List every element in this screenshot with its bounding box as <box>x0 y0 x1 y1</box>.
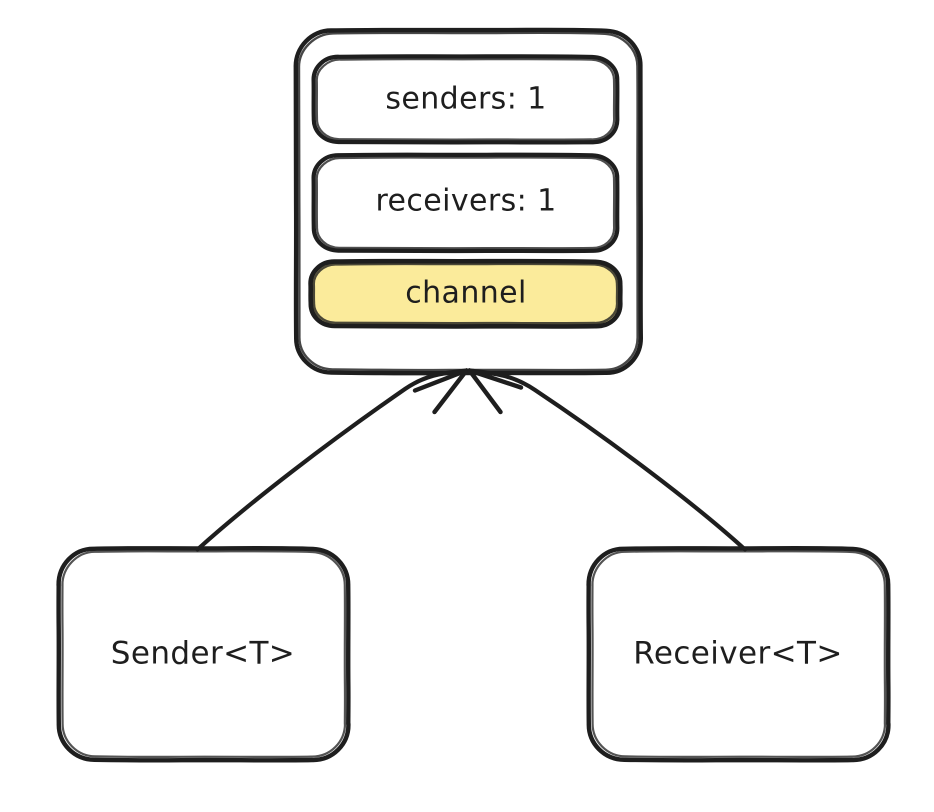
field-senders[interactable]: senders: 1 <box>311 54 620 145</box>
field-receivers-label: receivers: 1 <box>375 184 556 219</box>
node-receiver[interactable]: Receiver<T> <box>586 546 891 763</box>
field-channel[interactable]: channel <box>308 258 623 329</box>
node-receiver-label: Receiver<T> <box>633 636 842 672</box>
arrow-sender-to-channel[interactable] <box>195 368 469 552</box>
field-channel-label: channel <box>405 276 527 311</box>
field-senders-label: senders: 1 <box>385 82 546 117</box>
node-sender-label: Sender<T> <box>111 636 295 672</box>
node-sender[interactable]: Sender<T> <box>56 546 351 763</box>
arrow-receiver-to-channel[interactable] <box>467 368 748 552</box>
field-receivers[interactable]: receivers: 1 <box>311 152 620 254</box>
